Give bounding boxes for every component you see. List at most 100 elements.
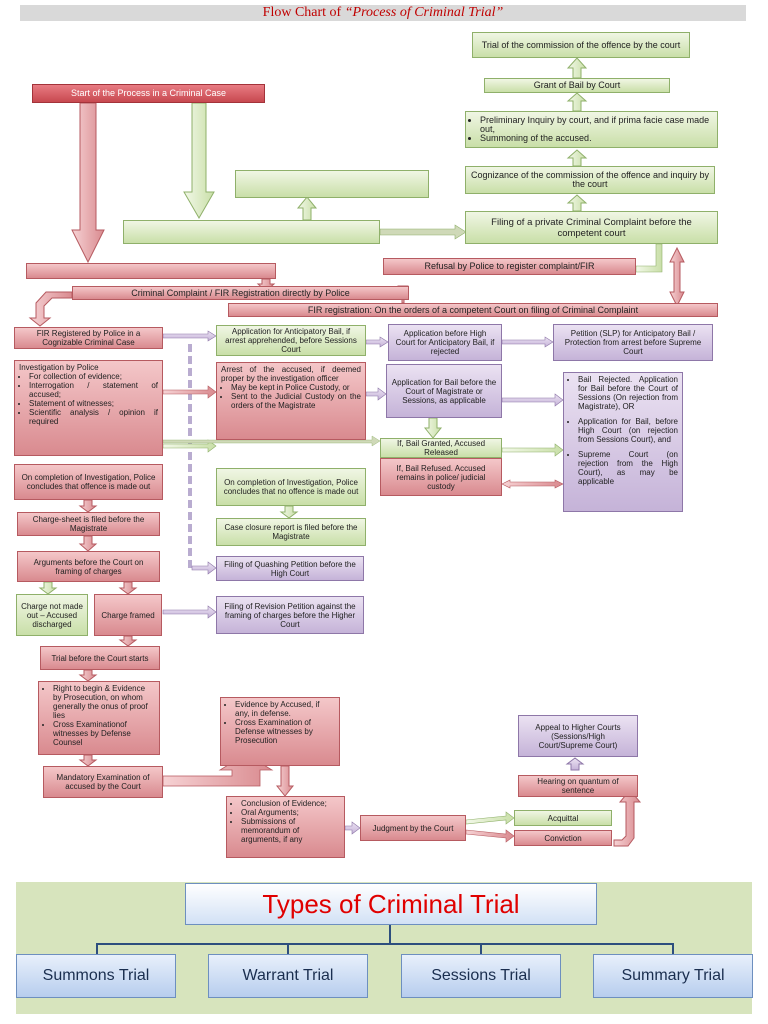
bail-refused-node: If, Bail Refused. Accused remains in pol… — [380, 458, 502, 496]
revision-node: Filing of Revision Petition against the … — [216, 596, 364, 634]
arrow-bail-rejected — [501, 393, 564, 407]
anticipatory-bail-node: Application for Anticipatory Bail, if ar… — [216, 325, 366, 356]
arrow-down-5 — [118, 635, 138, 647]
defense-item: Evidence by Accused, if any, in defense. — [235, 700, 335, 718]
arrow-up-3 — [566, 149, 588, 167]
hc-anticipatory-node: Application before High Court for Antici… — [388, 324, 502, 361]
charge-framed-node: Charge framed — [94, 594, 162, 636]
arrow-hc-slp — [501, 336, 554, 348]
trial-starts-node: Trial before the Court starts — [40, 646, 160, 670]
bail-rejected-item: Supreme Court (on rejection from the Hig… — [578, 450, 678, 486]
type-warrant-trial: Warrant Trial — [208, 954, 368, 998]
title-prefix: Flow Chart of — [262, 5, 345, 20]
fir-registered-node: FIR Registered by Police in a Cognizable… — [14, 327, 163, 349]
prosecution-item: Right to begin & Evidence by Prosecution… — [53, 684, 155, 720]
arrow-down-7 — [78, 754, 98, 767]
investigation-item: Interrogation / statement of accused; — [29, 381, 158, 399]
charge-not-made-node: Charge not made out – Accused discharged — [16, 594, 88, 636]
green-blank-box-1 — [235, 170, 429, 198]
arrow-fir-anticipatory — [162, 330, 217, 342]
arrow-judgment-acquittal — [465, 811, 515, 825]
arrow-judgment-conviction — [465, 829, 515, 843]
bail-magistrate-node: Application for Bail before the Court of… — [386, 364, 502, 418]
appeal-node: Appeal to Higher Courts (Sessions/High C… — [518, 715, 638, 757]
fir-direct-node: Criminal Complaint / FIR Registration di… — [72, 286, 409, 300]
types-connector-bar — [96, 943, 674, 945]
grant-bail-node: Grant of Bail by Court — [484, 78, 670, 93]
prelim-item-2: Summoning of the accused. — [480, 134, 713, 143]
conclusion-node: Conclusion of Evidence; Oral Arguments; … — [226, 796, 345, 858]
defense-node: Evidence by Accused, if any, in defense.… — [220, 697, 340, 766]
bail-rejected-node: Bail Rejected. Application for Bail befo… — [563, 372, 683, 512]
arrow-down-3 — [38, 581, 58, 595]
types-connector-drop — [96, 943, 98, 954]
arrow-anticipatory-hc — [365, 336, 389, 348]
private-complaint-node: Filing of a private Criminal Complaint b… — [465, 211, 718, 244]
arrow-arrest-bail — [365, 387, 387, 401]
prosecution-node: Right to begin & Evidence by Prosecution… — [38, 681, 160, 755]
investigation-node: Investigation by Police For collection o… — [14, 360, 163, 456]
page-title: Flow Chart of “Process of Criminal Trial… — [20, 5, 746, 21]
investigation-item: Scientific analysis / opinion if require… — [29, 408, 158, 426]
trial-commission-node: Trial of the commission of the offence b… — [472, 32, 690, 58]
defense-item: Cross Examination of Defense witnesses b… — [235, 718, 335, 745]
title-quoted: “Process of Criminal Trial” — [344, 5, 504, 20]
arrow-up-2 — [566, 92, 588, 112]
arrest-item: Sent to the Judicial Custody on the orde… — [231, 392, 361, 410]
investigation-item: Statement of witnesses; — [29, 399, 158, 408]
arrow-bail-down — [423, 417, 443, 439]
type-summary-trial: Summary Trial — [593, 954, 753, 998]
types-connector-drop — [480, 943, 482, 954]
slp-node: Petition (SLP) for Anticipatory Bail / P… — [553, 324, 713, 361]
chargesheet-node: Charge-sheet is filed before the Magistr… — [17, 512, 160, 536]
bail-granted-node: If, Bail Granted, Accused Released — [380, 438, 502, 458]
connector-refusal — [635, 243, 663, 273]
arrow-double-vertical — [669, 246, 685, 308]
acquittal-node: Acquittal — [514, 810, 612, 826]
arrow-conclusion-judgment — [344, 821, 361, 835]
investigation-item: For collection of evidence; — [29, 372, 158, 381]
refusal-node: Refusal by Police to register complaint/… — [383, 258, 636, 275]
arrow-investigation-arrest — [162, 385, 217, 399]
type-summons-trial: Summons Trial — [16, 954, 176, 998]
conviction-node: Conviction — [514, 830, 612, 846]
completion-no-offence-node: On completion of Investigation, Police c… — [216, 468, 366, 506]
conclusion-item: Oral Arguments; — [241, 808, 340, 817]
arrow-down-2 — [78, 535, 98, 552]
arrow-defense-down — [275, 765, 295, 797]
prosecution-item: Cross Examinationof witnesses by Defense… — [53, 720, 155, 747]
arrow-start-down — [71, 102, 105, 264]
arguments-charges-node: Arguments before the Court on framing of… — [17, 551, 160, 582]
arrow-hearing-appeal — [565, 757, 585, 771]
arrow-up-small — [296, 196, 318, 221]
completion-offence-node: On completion of Investigation, Police c… — [14, 464, 163, 500]
arrest-item: May be kept in Police Custody, or — [231, 383, 361, 392]
prelim-item-1: Preliminary Inquiry by court, and if pri… — [480, 116, 713, 134]
quashing-node: Filing of Quashing Petition before the H… — [216, 556, 364, 581]
arrow-refused-double — [501, 479, 564, 489]
connectors — [28, 57, 685, 847]
arrow-down-4 — [118, 581, 138, 595]
bail-rejected-item: Bail Rejected. Application for Bail befo… — [578, 375, 678, 411]
types-connector-drop — [672, 943, 674, 954]
arrow-revision — [162, 605, 217, 619]
red-blank-bar-1 — [26, 263, 276, 279]
arrow-right-complaint — [379, 224, 467, 240]
closure-report-node: Case closure report is filed before the … — [216, 518, 366, 546]
types-connector-stem — [389, 925, 391, 944]
types-title: Types of Criminal Trial — [185, 883, 597, 925]
arrow-up-1 — [566, 57, 588, 79]
arrow-left-fir — [28, 291, 73, 327]
arrow-granted-rejected — [501, 443, 564, 457]
title-bar: Flow Chart of “Process of Criminal Trial… — [20, 5, 746, 21]
arrow-down-1 — [78, 499, 98, 513]
green-blank-box-2 — [123, 220, 380, 244]
arrow-green-down — [183, 102, 215, 220]
start-node: Start of the Process in a Criminal Case — [32, 84, 265, 103]
type-sessions-trial: Sessions Trial — [401, 954, 561, 998]
arrow-closure-down — [279, 505, 299, 519]
conclusion-item: Conclusion of Evidence; — [241, 799, 340, 808]
cognizance-node: Cognizance of the commission of the offe… — [465, 166, 715, 194]
types-connector-drop — [287, 943, 289, 954]
mandatory-exam-node: Mandatory Examination of accused by the … — [43, 766, 163, 798]
